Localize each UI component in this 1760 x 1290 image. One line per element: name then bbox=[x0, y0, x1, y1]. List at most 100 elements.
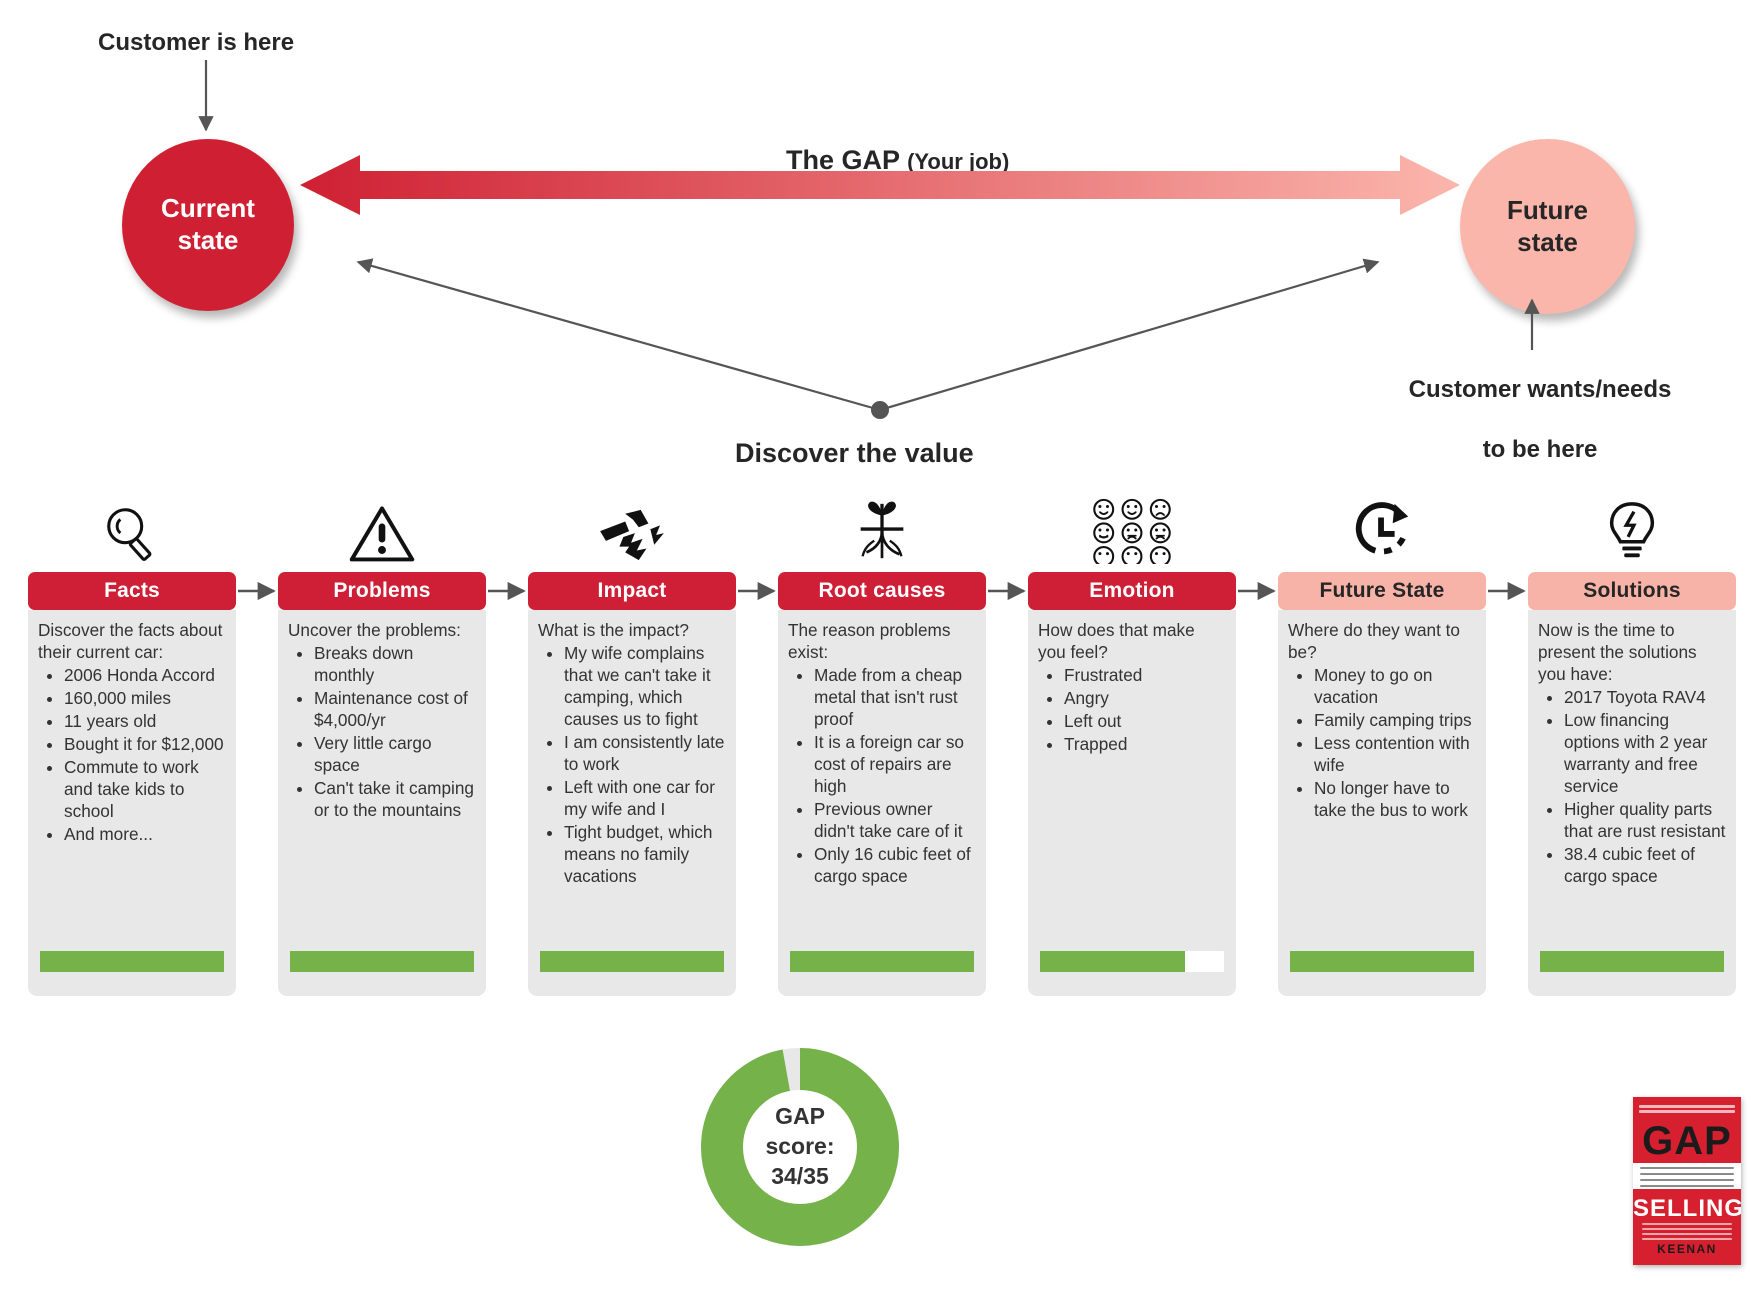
progress-fill bbox=[1540, 951, 1724, 972]
list-item: Money to go on vacation bbox=[1314, 664, 1476, 708]
list-item: Made from a cheap metal that isn't rust … bbox=[814, 664, 976, 730]
current-state-line1: Current bbox=[161, 193, 255, 224]
card-problems[interactable]: Problems Uncover the problems: Breaks do… bbox=[278, 492, 486, 996]
list-item: 2017 Toyota RAV4 bbox=[1564, 686, 1726, 708]
card-facts[interactable]: Facts Discover the facts about their cur… bbox=[28, 492, 236, 996]
process-card-row: Facts Discover the facts about their cur… bbox=[0, 492, 1760, 1037]
card-intro-facts: Discover the facts about their current c… bbox=[38, 620, 223, 663]
list-item: Commute to work and take kids to school bbox=[64, 756, 226, 822]
gap-score-donut: GAP score: 34/35 bbox=[695, 1042, 905, 1252]
progress-fill bbox=[290, 951, 474, 972]
emoji-grid-icon bbox=[1028, 492, 1236, 564]
card-bullets-future-state: Money to go on vacation Family camping t… bbox=[1288, 664, 1476, 821]
book-subtitle bbox=[1642, 1223, 1732, 1243]
card-title-future-state: Future State bbox=[1278, 572, 1486, 610]
list-item: Higher quality parts that are rust resis… bbox=[1564, 798, 1726, 842]
card-intro-solutions: Now is the time to present the solutions… bbox=[1538, 620, 1697, 685]
card-solutions[interactable]: Solutions Now is the time to present the… bbox=[1528, 492, 1736, 996]
list-item: Left out bbox=[1064, 710, 1226, 732]
card-bullets-facts: 2006 Honda Accord 160,000 miles 11 years… bbox=[38, 664, 226, 845]
plant-roots-icon bbox=[778, 492, 986, 564]
list-item: Maintenance cost of $4,000/yr bbox=[314, 687, 476, 731]
card-impact[interactable]: Impact What is the impact? My wife compl… bbox=[528, 492, 736, 996]
card-emotion[interactable]: Emotion How does that make you feel? Fru… bbox=[1028, 492, 1236, 996]
card-root-causes[interactable]: Root causes The reason problems exist: M… bbox=[778, 492, 986, 996]
discover-the-value-label: Discover the value bbox=[735, 438, 974, 468]
list-item: I am consistently late to work bbox=[564, 731, 726, 775]
list-item: 38.4 cubic feet of cargo space bbox=[1564, 843, 1726, 887]
book-title-top: GAP bbox=[1642, 1119, 1732, 1163]
list-item: Can't take it camping or to the mountain… bbox=[314, 777, 476, 821]
customer-wants-line2: to be here bbox=[1482, 436, 1598, 463]
card-title-emotion: Emotion bbox=[1028, 572, 1236, 610]
discover-vertex-dot bbox=[871, 401, 889, 419]
list-item: Bought it for $12,000 bbox=[64, 733, 226, 755]
progress-bar-solutions bbox=[1540, 951, 1724, 972]
card-bullets-emotion: Frustrated Angry Left out Trapped bbox=[1038, 664, 1226, 755]
card-body-root-causes: The reason problems exist: Made from a c… bbox=[778, 610, 986, 996]
list-item: My wife complains that we can't take it … bbox=[564, 642, 726, 730]
card-future-state[interactable]: Future State Where do they want to be? M… bbox=[1278, 492, 1486, 996]
gap-score-label: GAP score: 34/35 bbox=[695, 1042, 905, 1252]
card-title-problems: Problems bbox=[278, 572, 486, 610]
progress-fill bbox=[540, 951, 724, 972]
list-item: Trapped bbox=[1064, 733, 1226, 755]
card-bullets-solutions: 2017 Toyota RAV4 Low financing options w… bbox=[1538, 686, 1726, 887]
discover-arrow-right bbox=[879, 258, 1380, 412]
hammer-break-icon bbox=[528, 492, 736, 564]
list-item: 160,000 miles bbox=[64, 687, 226, 709]
gap-title-main: The GAP bbox=[786, 144, 900, 175]
card-body-impact: What is the impact? My wife complains th… bbox=[528, 610, 736, 996]
current-state-line2: state bbox=[177, 225, 239, 255]
clock-arrow-icon bbox=[1278, 492, 1486, 564]
list-item: Only 16 cubic feet of cargo space bbox=[814, 843, 976, 887]
lightbulb-icon bbox=[1528, 492, 1736, 564]
list-item: Frustrated bbox=[1064, 664, 1226, 686]
list-item: 11 years old bbox=[64, 710, 226, 732]
card-bullets-root-causes: Made from a cheap metal that isn't rust … bbox=[788, 664, 976, 887]
card-intro-emotion: How does that make you feel? bbox=[1038, 620, 1195, 663]
card-body-facts: Discover the facts about their current c… bbox=[28, 610, 236, 996]
card-body-solutions: Now is the time to present the solutions… bbox=[1528, 610, 1736, 996]
warning-triangle-icon bbox=[278, 492, 486, 564]
list-item: Tight budget, which means no family vaca… bbox=[564, 821, 726, 887]
gap-score-line2: score: bbox=[765, 1133, 835, 1160]
magnifier-icon bbox=[28, 492, 236, 564]
book-tear-band bbox=[1633, 1163, 1741, 1189]
customer-wants-line1: Customer wants/needs bbox=[1408, 376, 1672, 403]
gap-score-line1: GAP bbox=[775, 1103, 825, 1130]
list-item: Low financing options with 2 year warran… bbox=[1564, 709, 1726, 797]
list-item: Less contention with wife bbox=[1314, 732, 1476, 776]
list-item: It is a foreign car so cost of repairs a… bbox=[814, 731, 976, 797]
card-bullets-problems: Breaks down monthly Maintenance cost of … bbox=[288, 642, 476, 821]
card-body-problems: Uncover the problems: Breaks down monthl… bbox=[278, 610, 486, 996]
card-title-root-causes: Root causes bbox=[778, 572, 986, 610]
customer-wants-label: Customer wants/needs to be here bbox=[1382, 345, 1672, 495]
progress-fill bbox=[1040, 951, 1186, 972]
progress-bar-emotion bbox=[1040, 951, 1224, 972]
gap-selling-book-cover: GAP SELLING KEENAN bbox=[1633, 1097, 1741, 1265]
list-item: And more... bbox=[64, 823, 226, 845]
future-state-line1: Future bbox=[1507, 194, 1588, 225]
book-title-bottom: SELLING bbox=[1633, 1195, 1741, 1222]
list-item: Left with one car for my wife and I bbox=[564, 776, 726, 820]
list-item: 2006 Honda Accord bbox=[64, 664, 226, 686]
list-item: Previous owner didn't take care of it bbox=[814, 798, 976, 842]
card-intro-root-causes: The reason problems exist: bbox=[788, 620, 951, 663]
card-intro-impact: What is the impact? bbox=[538, 620, 689, 640]
list-item: Angry bbox=[1064, 687, 1226, 709]
discover-arrow-left bbox=[356, 258, 881, 412]
gap-title: The GAP (Your job) bbox=[756, 110, 1009, 211]
card-intro-future-state: Where do they want to be? bbox=[1288, 620, 1460, 663]
progress-bar-problems bbox=[290, 951, 474, 972]
card-title-facts: Facts bbox=[28, 572, 236, 610]
list-item: Very little cargo space bbox=[314, 732, 476, 776]
card-body-future-state: Where do they want to be? Money to go on… bbox=[1278, 610, 1486, 996]
book-blurb bbox=[1639, 1105, 1735, 1117]
card-title-solutions: Solutions bbox=[1528, 572, 1736, 610]
donut-svg bbox=[701, 1048, 899, 1246]
card-body-emotion: How does that make you feel? Frustrated … bbox=[1028, 610, 1236, 996]
card-title-impact: Impact bbox=[528, 572, 736, 610]
list-item: No longer have to take the bus to work bbox=[1314, 777, 1476, 821]
